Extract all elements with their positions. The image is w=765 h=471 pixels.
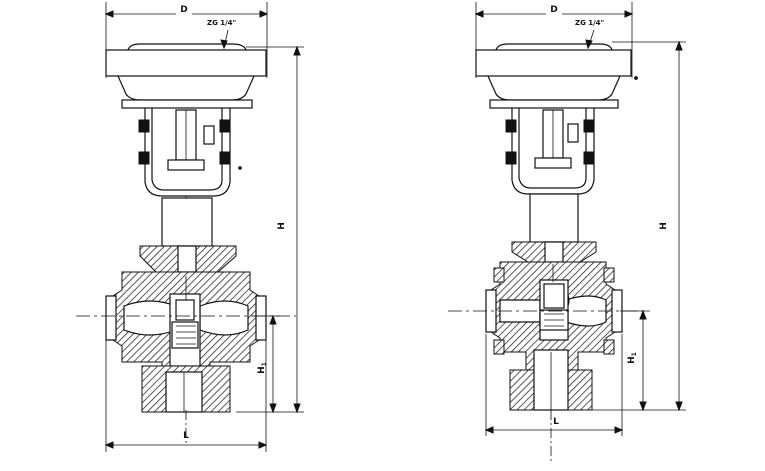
label-length: L (553, 417, 559, 427)
dim-H-right: H (592, 40, 686, 412)
actuator-right (475, 43, 632, 109)
valve-view-right: D ZG 1/4" (448, 2, 686, 464)
svg-text:H1: H1 (627, 352, 638, 364)
valve-view-left: D ZG 1/4" (76, 2, 304, 452)
label-diameter: D (550, 5, 557, 15)
label-height: H (659, 222, 669, 230)
label-connection: ZG 1/4" (207, 19, 236, 27)
dim-H1-left: H1 (252, 314, 280, 414)
bonnet-right (511, 193, 597, 263)
dim-H-left: H (236, 45, 304, 414)
dim-D-left: D (104, 2, 269, 78)
dim-L-right: L (484, 334, 624, 436)
label-length: L (183, 431, 189, 441)
label-height1-sub: 1 (261, 362, 268, 366)
valve-body-left (105, 271, 267, 413)
connection-note-left: ZG 1/4" (207, 19, 236, 50)
bonnet-left (139, 197, 237, 273)
svg-text:H1: H1 (257, 362, 268, 374)
yoke-left (138, 108, 242, 200)
label-height1: H (257, 366, 267, 374)
label-connection: ZG 1/4" (575, 19, 604, 27)
connection-note-right: ZG 1/4" (575, 19, 638, 80)
dim-L-left: L (104, 340, 268, 452)
label-height1: H (627, 356, 637, 364)
actuator-left (105, 43, 267, 109)
valve-body-right (485, 261, 623, 411)
label-height1-sub: 1 (631, 352, 638, 356)
yoke-right (505, 108, 595, 195)
label-height: H (277, 222, 287, 230)
dim-H1-right: H1 (620, 309, 650, 412)
label-diameter: D (180, 5, 187, 15)
